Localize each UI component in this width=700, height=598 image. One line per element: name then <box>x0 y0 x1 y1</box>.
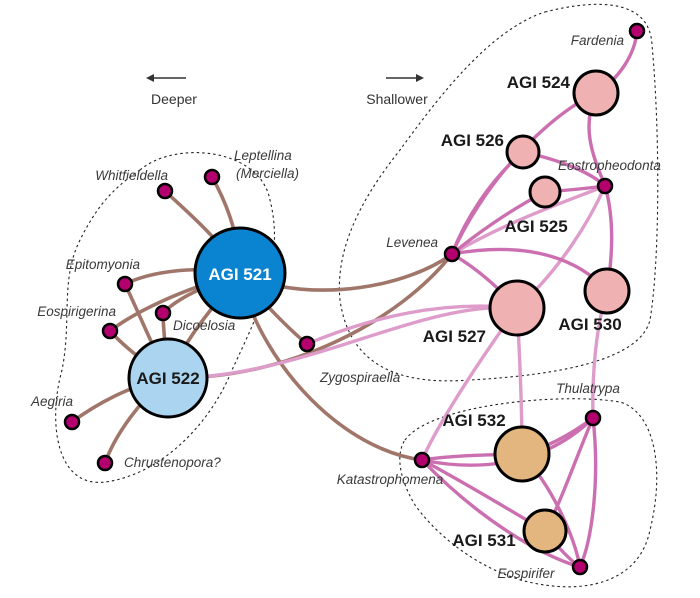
node-katastrophomena <box>413 451 431 469</box>
node-whitfieldella <box>156 182 174 200</box>
shallower-arrow-icon <box>386 74 424 82</box>
edge-522-527 <box>166 305 519 380</box>
deeper-label: Deeper <box>151 91 197 107</box>
brown-edges <box>70 175 454 465</box>
label-fardenia: Fardenia <box>571 33 625 48</box>
node-eospirifer <box>571 558 589 576</box>
cluster-outlines <box>55 3 659 588</box>
label-zygospiraella: Zygospiraella <box>319 370 401 385</box>
label-eostropheodonta: Eostropheodonta <box>558 158 661 173</box>
node-agi531 <box>522 508 568 554</box>
label-epitomyonia: Epitomyonia <box>66 257 141 272</box>
shallower-label: Shallower <box>366 91 428 107</box>
node-levenea <box>443 245 461 263</box>
cluster-outline-deeper <box>55 152 276 483</box>
label-agi522: AGI 522 <box>136 369 199 388</box>
genus-labels: Whitfieldella Leptellina (Merciella) Epi… <box>30 33 661 581</box>
node-agi532 <box>493 425 551 483</box>
label-agi526: AGI 526 <box>441 131 504 150</box>
label-merciella: (Merciella) <box>236 166 299 181</box>
cluster-outline-shallower <box>338 3 659 382</box>
node-epitomyonia <box>116 275 134 293</box>
label-katastrophomena: Katastrophomena <box>337 472 444 487</box>
label-aegiria: Aegiria <box>30 394 74 409</box>
node-agi527 <box>488 279 546 337</box>
node-agi524 <box>572 69 620 117</box>
label-agi531: AGI 531 <box>452 531 515 550</box>
node-eospirigerina <box>101 322 119 340</box>
label-thulatrypa: Thulatrypa <box>556 381 620 396</box>
node-agi530 <box>583 267 631 315</box>
label-whitfieldella: Whitfieldella <box>95 168 168 183</box>
edge-526-levenea <box>450 150 525 256</box>
edge-thulatrypa-eospirifer <box>578 416 598 569</box>
deeper-arrow-icon <box>146 74 186 82</box>
edge-katastrophomena-eospirifer <box>420 458 582 569</box>
label-agi525: AGI 525 <box>504 217 567 236</box>
node-thulatrypa <box>584 409 602 427</box>
node-agi525 <box>528 175 562 209</box>
node-eostropheodonta <box>596 177 614 195</box>
cluster-outline-katastrophomena <box>399 398 658 588</box>
assemblage-labels: AGI 521 AGI 522 AGI 524 AGI 526 AGI 525 … <box>136 73 621 550</box>
label-chrustenopora: Chrustenopora? <box>124 455 221 470</box>
node-leptellina <box>203 168 221 186</box>
node-zygospiraella <box>298 335 316 353</box>
genus-nodes <box>63 22 646 576</box>
label-dicoelosia: Dicoelosia <box>173 318 236 333</box>
label-agi530: AGI 530 <box>558 315 621 334</box>
node-agi521 <box>193 226 287 320</box>
label-leptellina: Leptellina <box>234 148 292 163</box>
node-fardenia <box>628 22 646 40</box>
label-eospirigerina: Eospirigerina <box>37 304 116 319</box>
label-levenea: Levenea <box>386 235 438 250</box>
node-dicoelosia <box>154 304 172 322</box>
label-agi521: AGI 521 <box>208 265 271 284</box>
node-agi526 <box>505 134 541 170</box>
label-agi524: AGI 524 <box>507 73 571 92</box>
edge-levenea-eostropheodonta <box>450 184 607 256</box>
label-eospirifer: Eospirifer <box>497 566 555 581</box>
node-agi522 <box>127 337 209 419</box>
label-agi532: AGI 532 <box>442 411 505 430</box>
node-chrustenopora <box>96 454 114 472</box>
direction-indicators: Deeper Shallower <box>146 74 428 107</box>
label-agi527: AGI 527 <box>423 327 486 346</box>
assemblage-nodes <box>127 69 631 554</box>
node-aegiria <box>63 413 81 431</box>
